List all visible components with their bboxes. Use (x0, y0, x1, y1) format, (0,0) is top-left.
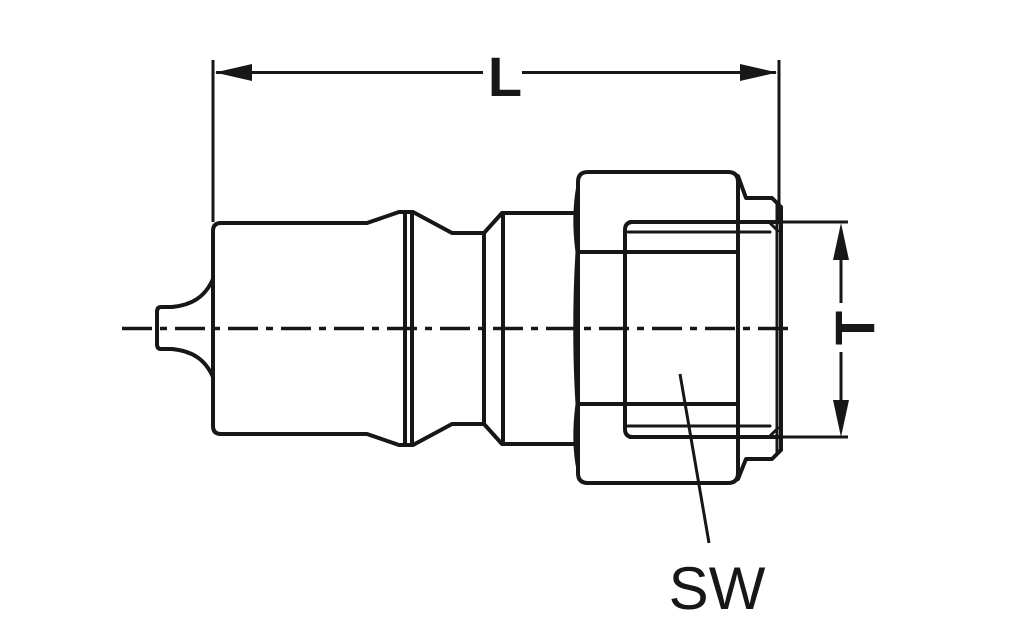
arrowhead-down-icon (833, 400, 849, 437)
leader-line (678, 373, 711, 544)
wrench-size-label: SW (669, 555, 766, 622)
thread-label: T (823, 311, 886, 345)
valve-tip (155, 277, 215, 379)
arrowhead-left-icon (215, 64, 252, 81)
dimension-thread: T (783, 220, 886, 439)
length-label: L (488, 45, 522, 108)
arrowhead-right-icon (740, 64, 777, 81)
leader-wrench-size: SW (669, 373, 766, 622)
dimension-length: L (211, 45, 781, 222)
arrowhead-up-icon (833, 223, 849, 260)
